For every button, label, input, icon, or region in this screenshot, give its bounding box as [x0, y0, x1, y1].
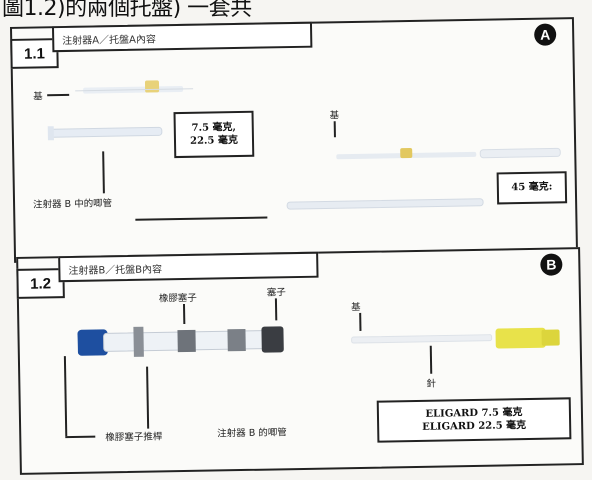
syringe-b-assembled-image	[77, 326, 284, 357]
piston-label: 注射器 B 的唧管	[217, 427, 287, 440]
badge-a-icon: A	[534, 23, 557, 46]
rubber-stopper-label: 橡膠塞子	[158, 292, 198, 305]
plunger-rod-image	[47, 126, 163, 141]
product-line-2: ELIGARD 22.5 毫克	[422, 420, 527, 433]
base-label: 基	[329, 110, 340, 122]
leader-line	[146, 366, 149, 429]
leader-line	[102, 151, 105, 194]
piston-label: 注射器 B 中的唧管	[32, 198, 113, 211]
dose-line-2: 22.5 毫克	[189, 134, 239, 147]
leader-line	[65, 435, 96, 438]
section-title: 注射器A／托盤A內容	[51, 21, 313, 53]
page-caption: 圖1.2)的兩個托盤) 一套共	[2, 0, 252, 21]
leader-line	[47, 93, 70, 96]
syringe-b-image	[336, 147, 561, 160]
dose-line-1: 7.5 毫克,	[191, 121, 237, 134]
base-label: 基	[33, 91, 43, 103]
dose-box: 7.5 毫克, 22.5 毫克	[173, 110, 255, 159]
product-box: ELIGARD 7.5 毫克 ELIGARD 22.5 毫克	[376, 397, 572, 443]
stopper-label: 塞子	[266, 287, 286, 299]
base-label: 基	[350, 301, 361, 314]
dose-45-box: 45 毫克:	[496, 171, 568, 205]
panel-tray-b: 1.2 注射器B／托盤B內容 B 橡膠塞子 塞子 基 針 橡膠塞子推桿 注射器 …	[16, 247, 584, 475]
syringe-a-image	[75, 80, 194, 94]
leader-line	[333, 121, 336, 138]
piston-image	[286, 198, 484, 210]
dose-45-text: 45 毫克:	[511, 181, 553, 194]
leader-line	[63, 356, 67, 437]
badge-b-icon: B	[540, 253, 563, 276]
needle-assembly-image	[351, 327, 560, 349]
section-title: 注射器B／托盤B內容	[58, 251, 319, 283]
leader-line	[135, 216, 268, 221]
panel-tray-a: 1.1 注射器A／托盤A內容 A 基 7.5 毫克, 22.5 毫克 基 注射器…	[9, 17, 579, 263]
rubber-stopper-rod-label: 橡膠塞子推桿	[105, 431, 163, 444]
needle-label: 針	[426, 378, 437, 390]
